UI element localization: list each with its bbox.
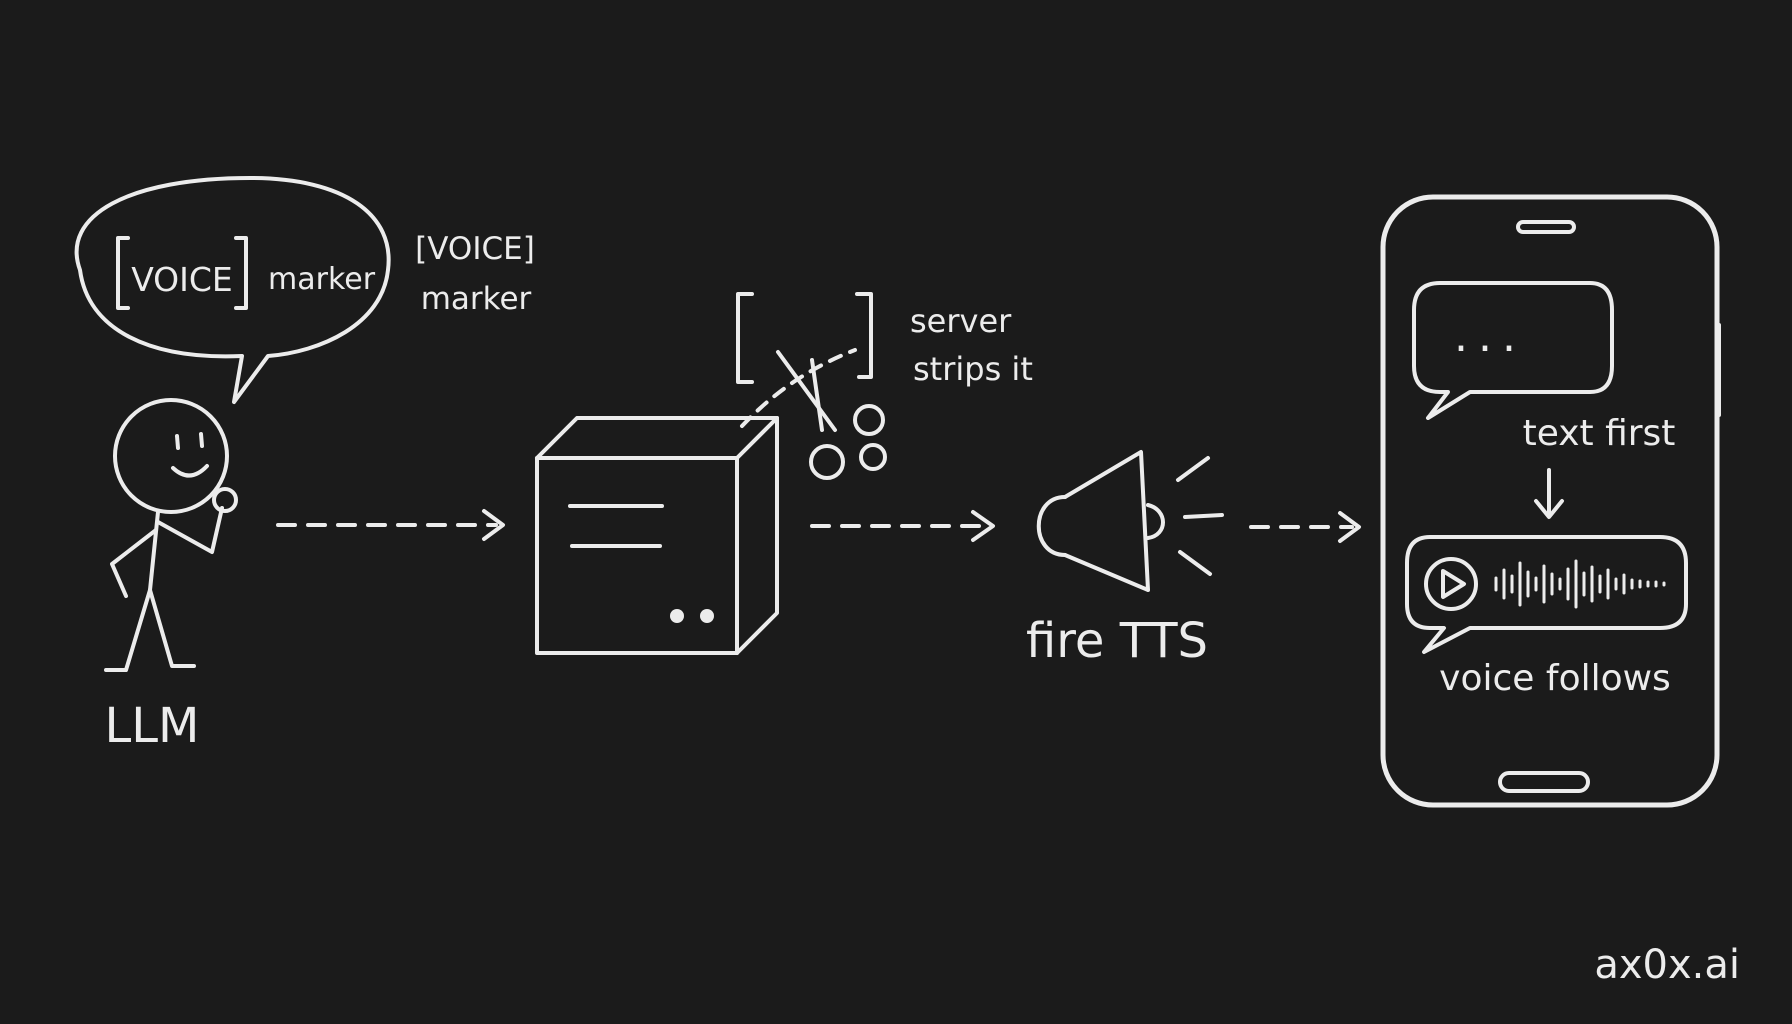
scissors-icon xyxy=(776,350,887,480)
llm-stick-figure xyxy=(104,398,238,672)
phone-device xyxy=(1380,194,1721,808)
bubble-right-bracket xyxy=(234,236,248,310)
tts-label: fire TTS xyxy=(1026,613,1208,669)
bubble-voice-text: VOICE xyxy=(131,260,233,299)
bubble-left-bracket xyxy=(116,236,130,310)
voice-waveform xyxy=(1494,559,1666,609)
voice-marker-note-line2: marker xyxy=(421,281,532,317)
watermark: ax0x.ai xyxy=(1594,942,1740,988)
arrow-server-to-tts xyxy=(810,510,995,542)
voice-follows-label: voice follows xyxy=(1439,658,1671,699)
voice-marker-note: [VOICE] marker xyxy=(415,231,535,317)
bubble-marker-text: marker xyxy=(268,262,376,297)
down-arrow xyxy=(1534,468,1564,519)
voice-message-bubble xyxy=(1405,535,1688,654)
server-led-2 xyxy=(700,609,714,623)
typing-bubble: ... xyxy=(1412,281,1614,420)
server-box xyxy=(535,416,779,655)
server-led-1 xyxy=(670,609,684,623)
llm-label: LLM xyxy=(105,698,200,754)
play-icon xyxy=(1424,557,1478,611)
text-first-label: text first xyxy=(1523,413,1676,454)
arrow-llm-to-server xyxy=(276,509,505,541)
voice-marker-note-line1: [VOICE] xyxy=(415,231,535,267)
llm-speech-bubble: VOICE marker xyxy=(74,176,391,404)
stripped-brackets xyxy=(736,292,873,428)
speaker-icon xyxy=(1036,450,1224,592)
typing-dots: ... xyxy=(1454,311,1526,362)
arrow-tts-to-phone xyxy=(1249,511,1361,543)
server-note-line1: server xyxy=(910,302,1012,340)
server-note-line2: strips it xyxy=(913,350,1033,388)
figure-face xyxy=(171,432,209,478)
